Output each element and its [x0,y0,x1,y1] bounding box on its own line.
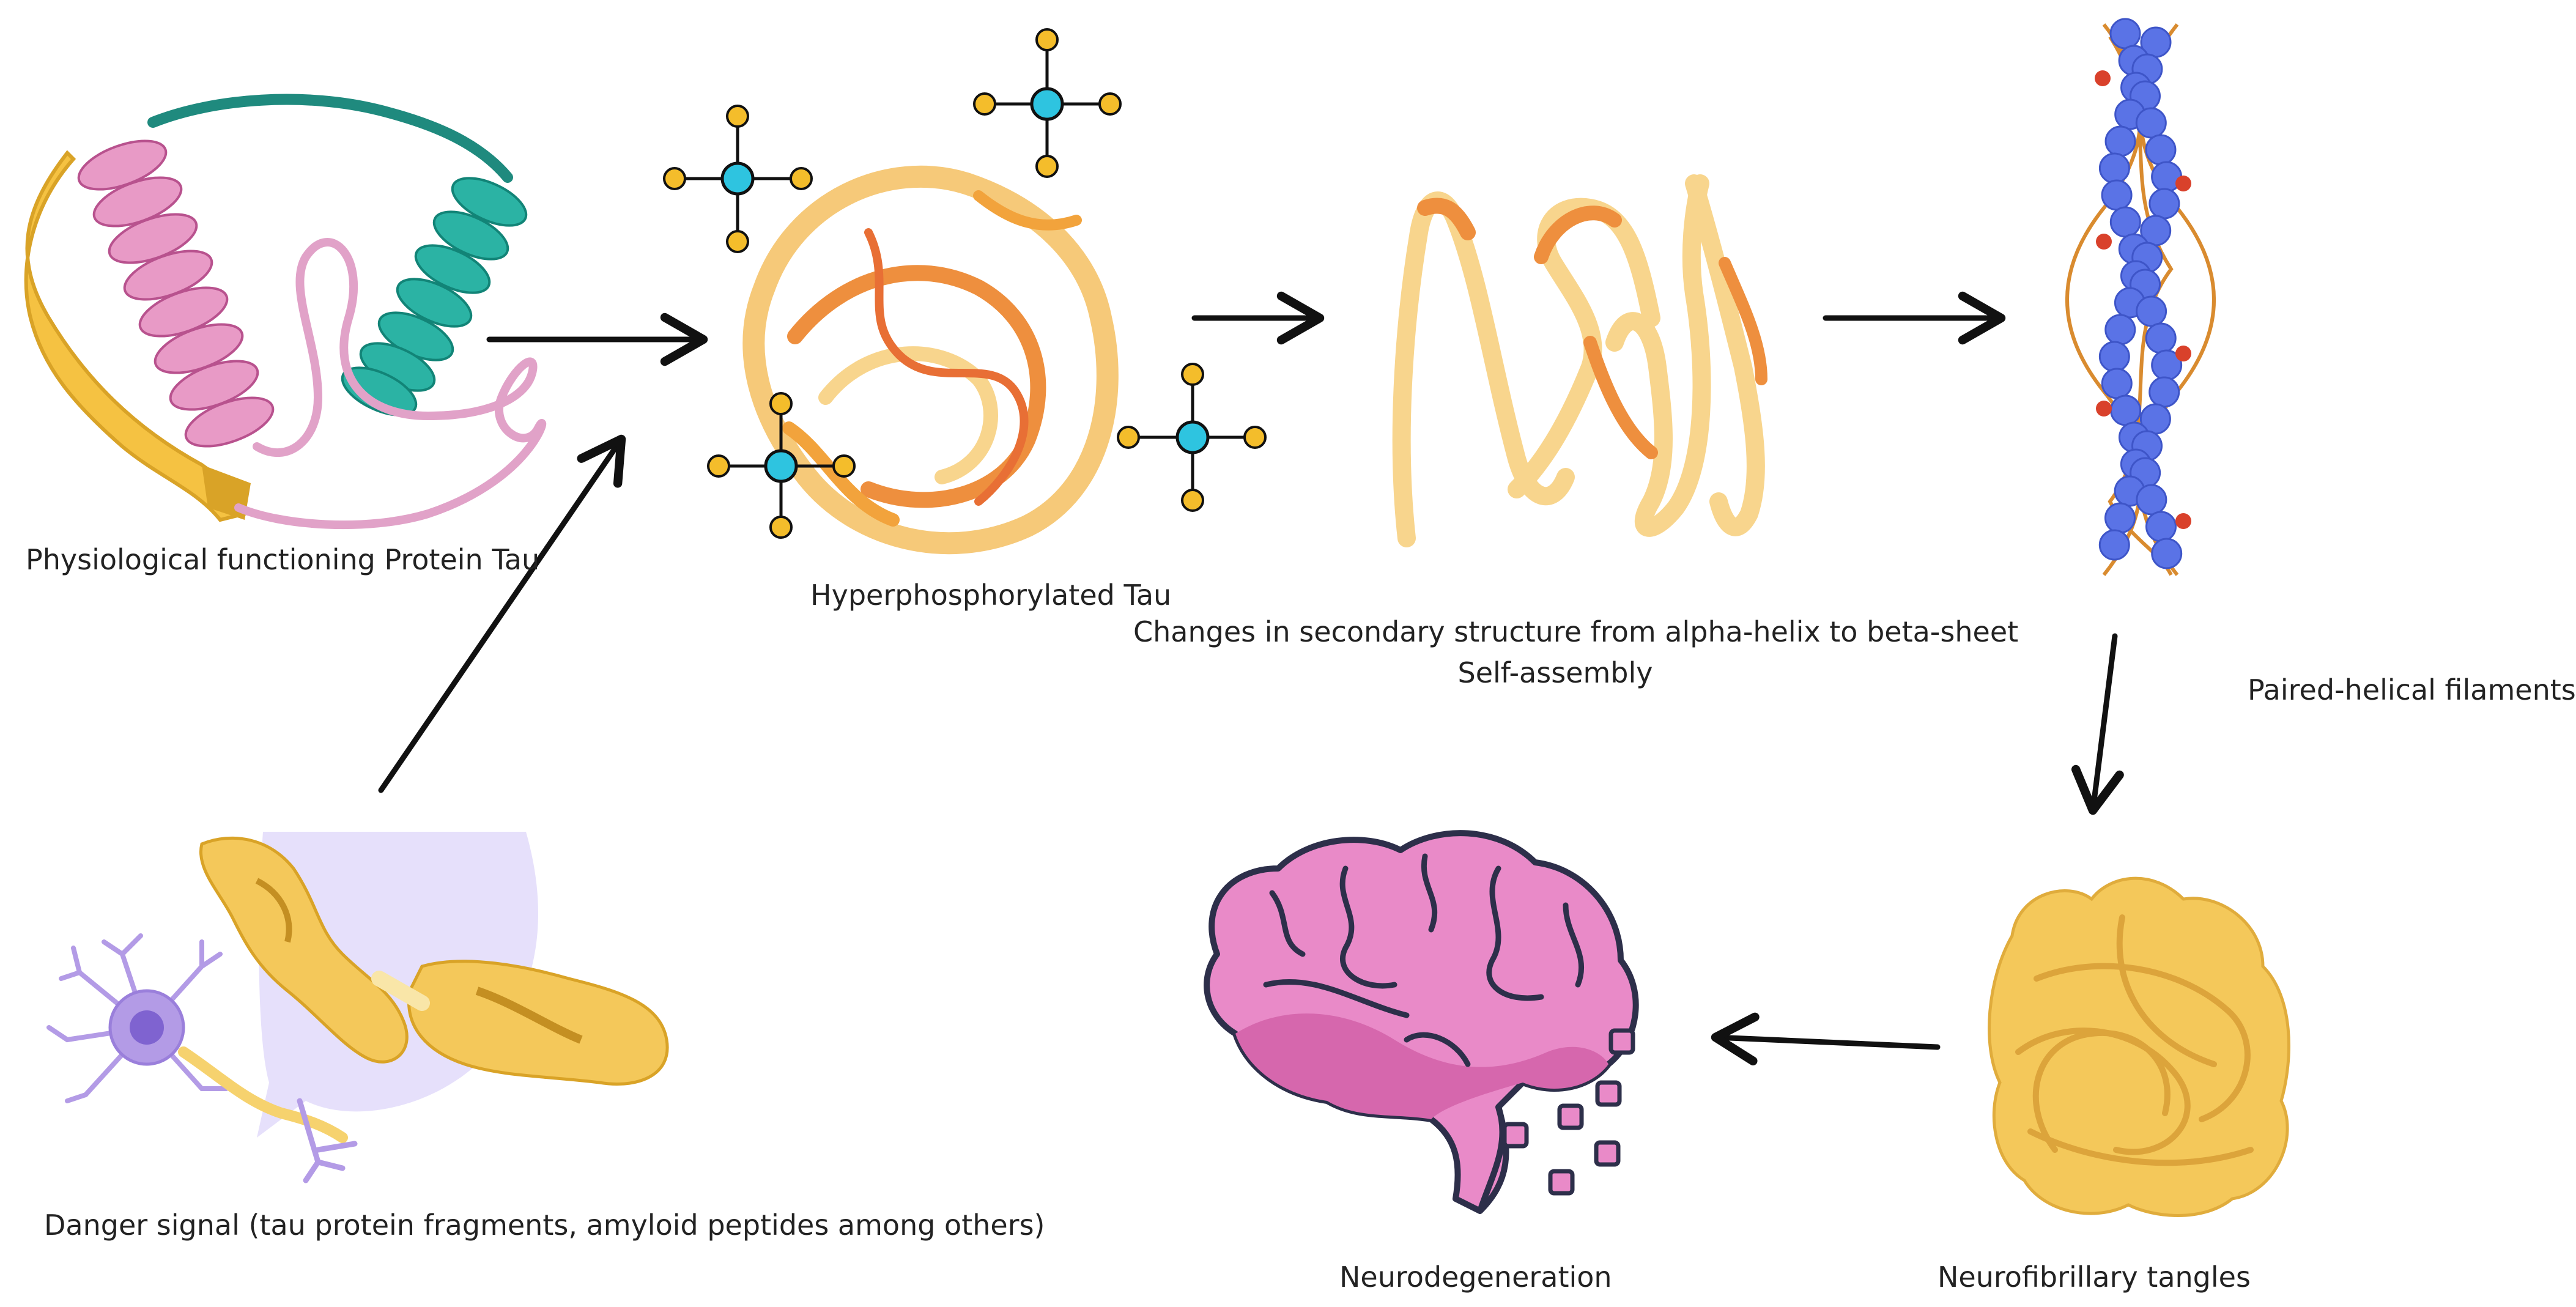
filament-bead [2145,134,2177,166]
neurofibrillary-tangles-illustration [1988,876,2290,1217]
filament-bead [2104,125,2136,157]
filament-bead [2149,188,2180,220]
filament-bead [2136,295,2167,327]
danger-signal-illustration [46,832,669,1183]
arrow-tangles-to-neurodegeneration [1711,1012,1941,1065]
filament-bead [2136,484,2167,516]
filament-red-marker [2096,401,2112,417]
filament-bead [2145,322,2177,354]
neurodegeneration-brain-illustration [1204,830,1639,1214]
label-paired-helical-filaments: Paired-helical filaments [2248,673,2576,706]
label-secondary-line-2: Self-assembly [1457,656,1653,689]
label-hyperphosphorylated-tau: Hyperphosphorylated Tau [810,579,1172,612]
filament-bead [2110,394,2142,426]
phosphate-group [973,28,1122,178]
filament-red-markers [2095,70,2191,529]
filament-bead [2151,538,2183,569]
paired-helical-filaments-illustration [2065,18,2216,576]
filament-bead [2098,341,2130,372]
label-neurodegeneration: Neurodegeneration [1339,1261,1612,1294]
phosphate-group [1117,363,1267,512]
phosphate-group [663,105,813,253]
beta-sheet-ribbons-illustration [1392,174,1767,547]
phosphate-group [707,392,856,539]
arrow-filaments-to-tangles [2071,633,2124,815]
hyperphosphorylated-tau-illustration [663,28,1267,555]
filament-red-marker [2175,176,2191,191]
filament-beads [2098,18,2183,569]
filament-bead [2104,314,2136,346]
filament-bead [2145,511,2177,542]
label-physiological-tau: Physiological functioning Protein Tau [26,543,540,576]
flow-arrows [378,291,2124,1065]
filament-bead [2101,179,2133,211]
filament-red-marker [2175,346,2191,361]
filament-bead [2104,502,2136,534]
label-danger-signal: Danger signal (tau protein fragments, am… [44,1209,1045,1242]
filament-bead [2135,107,2167,139]
filament-red-marker [2175,513,2191,529]
filament-red-marker [2095,70,2111,86]
label-secondary-line-1: Changes in secondary structure from alph… [1133,615,2019,648]
filament-bead [2109,206,2141,238]
label-secondary-structure-change: Changes in secondary structure from alph… [1133,612,2019,693]
filament-bead [2109,18,2141,50]
filament-red-marker [2096,234,2112,250]
filament-bead [2098,529,2130,561]
arrow-danger-signal-to-hyperphosphorylated [378,434,626,793]
label-neurofibrillary-tangles: Neurofibrillary tangles [1938,1261,2251,1294]
physiological-tau-illustration [24,94,547,530]
filament-bead [2149,376,2180,408]
filament-bead [2101,368,2133,399]
filament-bead [2098,152,2130,184]
